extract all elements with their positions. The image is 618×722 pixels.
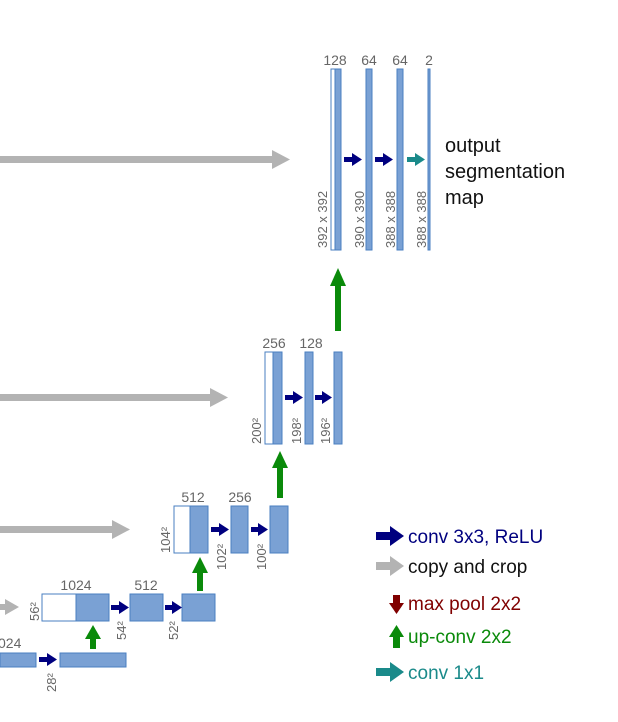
stage-bottom: 024 28² [0,635,127,692]
upconv-arrow-icon [389,625,404,648]
conv-arrow [375,153,393,166]
size-label: 100² [254,543,269,570]
output-label-line: segmentation [445,161,565,183]
conv-arrow [211,523,229,536]
size-label: 392 x 392 [315,191,330,248]
size-label: 390 x 390 [352,191,367,248]
feature-map-block [269,505,289,554]
stage-3: 512 256 104² 102² 100² [0,489,289,570]
legend-item-pool: max pool 2x2 [389,594,521,615]
feature-map-block [396,68,404,251]
stage-2: 256 128 200² 198² 196² [0,335,343,445]
upconv-arrow [192,557,208,591]
feature-map-block [304,351,314,445]
conv-arrow [165,601,182,614]
stage-top: 128 64 64 2 392 x 392 390 x 390 388 x 38… [0,52,565,251]
size-label: 28² [44,673,59,692]
copy-crop-arrow-top [0,150,290,169]
feature-map-block [427,68,431,251]
size-label: 198² [289,417,304,444]
size-label: 388 x 388 [414,191,429,248]
pool-arrow-icon [389,595,404,614]
channel-label: 64 [392,52,408,68]
feature-map-block [189,505,209,554]
upconv-arrow [272,451,288,498]
output-label-line: map [445,187,484,209]
feature-map-block [75,593,110,622]
conv-arrow-icon [376,526,404,546]
feature-map-block [230,505,249,554]
copy-crop-arrow-4 [0,599,19,615]
channel-label: 512 [134,577,158,593]
channel-label: 2 [425,52,433,68]
legend-item-copy: copy and crop [376,556,527,578]
copy-crop-arrow-3 [0,520,130,539]
stage-4: 1024 512 56² 54² 52² [0,577,216,640]
feature-map-copy [330,68,336,251]
conv-arrow [39,653,57,666]
feature-map-copy [264,351,274,445]
feature-map-block [0,652,37,668]
legend-item-upconv: up-conv 2x2 [389,625,512,648]
feature-map-block [129,593,164,622]
legend-label: max pool 2x2 [408,594,521,615]
size-label: 196² [318,417,333,444]
copy-arrow-icon [376,556,404,576]
conv1x1-arrow-icon [376,662,404,682]
feature-map-block [365,68,373,251]
legend-label: conv 3x3, ReLU [408,527,543,548]
feature-map-block [334,68,342,251]
channel-label: 256 [262,335,286,351]
conv1x1-arrow [407,153,425,166]
upconv-arrow [85,625,101,649]
feature-map-block [181,593,216,622]
legend-label: up-conv 2x2 [408,627,512,648]
size-label: 104² [158,526,173,553]
feature-map-copy [41,593,77,622]
channel-label: 1024 [60,577,91,593]
legend-label: copy and crop [408,557,527,578]
feature-map-block [272,351,283,445]
legend-item-conv: conv 3x3, ReLU [376,526,543,548]
conv-arrow [285,391,303,404]
channel-label: 64 [361,52,377,68]
size-label: 54² [114,621,129,640]
feature-map-copy [173,505,191,554]
copy-crop-arrow-2 [0,388,228,407]
conv-arrow [344,153,362,166]
size-label: 388 x 388 [383,191,398,248]
feature-map-block [59,652,127,668]
feature-map-block [333,351,343,445]
channel-label: 128 [299,335,323,351]
legend: conv 3x3, ReLU copy and crop max pool 2x… [376,526,543,684]
conv-arrow [111,601,129,614]
size-label: 102² [214,543,229,570]
upconv-arrow [330,268,346,331]
channel-label: 512 [181,489,205,505]
size-label: 56² [27,602,42,621]
channel-label: 128 [323,52,347,68]
output-label-line: output [445,135,501,157]
channel-label: 024 [0,635,22,651]
legend-item-conv1x1: conv 1x1 [376,662,484,684]
conv-arrow [315,391,332,404]
size-label: 200² [249,417,264,444]
size-label: 52² [166,621,181,640]
channel-label: 256 [228,489,252,505]
conv-arrow [251,523,268,536]
legend-label: conv 1x1 [408,663,484,684]
